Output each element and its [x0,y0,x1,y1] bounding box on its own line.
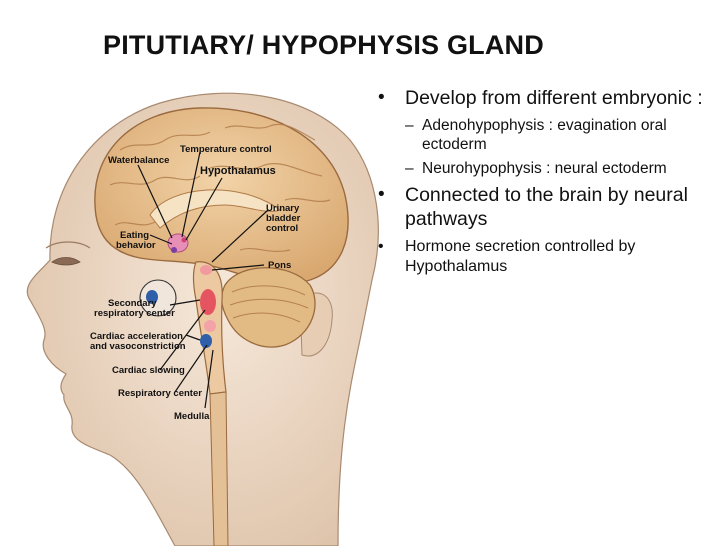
sub-bullet-text: Neurohypophysis : neural ectoderm [422,160,667,177]
label-respiratory-center: Respiratory center [118,388,202,399]
slide-title: PITUTIARY/ HYPOPHYSIS GLAND [103,30,544,60]
label-temperature-control: Temperature control [180,144,272,155]
label-cardiac-acceleration: Cardiac acceleration [90,331,183,342]
bullet-text: Hormone secretion controlled by Hypothal… [405,238,636,275]
label-bladder: bladder [266,213,301,224]
label-water-balance: Waterbalance [108,155,169,166]
gyri [109,123,331,253]
spinal-cord [209,391,229,546]
label-vasoconstriction: and vasoconstriction [90,341,186,352]
bullet-list: • Develop from different embryonic : – A… [378,86,708,283]
bullet-dot: • [378,184,385,205]
label-behavior: behavior [116,240,156,251]
pink-region [204,320,216,332]
sub-bullet-item: – Adenohypophysis : evagination oral ect… [378,116,708,154]
label-eating: Eating [120,230,149,241]
pituitary-circle [139,279,177,317]
sub-bullet-item: – Neurohypophysis : neural ectoderm [378,159,708,178]
bullet-text: Develop from different embryonic : [405,87,703,109]
label-cardiac-slowing: Cardiac slowing [112,365,185,376]
blue-region-2 [146,290,158,304]
red-region [200,289,216,315]
label-control: control [266,223,298,234]
leader-lines [137,151,269,409]
corpus-callosum [149,189,282,229]
bullet-item: • Develop from different embryonic : [378,86,708,110]
label-urinary: Urinary [266,203,300,214]
eye [51,257,81,266]
bullet-dot: • [378,87,385,108]
sub-bullet-dash: – [405,117,414,134]
bullet-item: • Hormone secretion controlled by Hypoth… [378,237,708,277]
bullet-dot: • [378,238,384,255]
label-respiratory-center-secondary: respiratory center [94,308,175,319]
bullet-text: Connected to the brain by neural pathway… [405,184,688,230]
label-medulla: Medulla [174,411,210,422]
sub-bullet-text: Adenohypophysis : evagination oral ectod… [422,117,667,153]
sub-bullet-dash: – [405,160,414,177]
bullet-item: • Connected to the brain by neural pathw… [378,183,708,231]
blue-region-1 [200,334,212,348]
label-hypothalamus: Hypothalamus [200,165,276,177]
label-secondary: Secondary [108,298,157,309]
pons-region [200,265,212,275]
label-pons: Pons [268,260,291,271]
